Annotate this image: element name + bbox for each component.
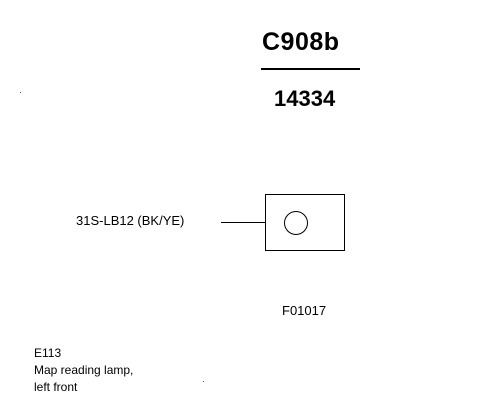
component-description-line2: left front — [34, 380, 78, 394]
pin-terminal — [284, 211, 308, 235]
wire-label: 31S-LB12 (BK/YE) — [76, 213, 185, 228]
wire-leader-line — [221, 222, 266, 223]
component-info: E113 Map reading lamp, left front — [34, 345, 133, 396]
connector-face — [265, 194, 345, 251]
part-number: 14334 — [274, 86, 336, 111]
figure-id: F01017 — [282, 303, 327, 318]
scan-speck — [20, 92, 21, 93]
scan-speck — [203, 381, 204, 382]
title-underline — [261, 68, 360, 70]
component-code: E113 — [34, 346, 62, 360]
component-description-line1: Map reading lamp, — [34, 363, 134, 377]
connector-id: C908b — [262, 28, 340, 56]
